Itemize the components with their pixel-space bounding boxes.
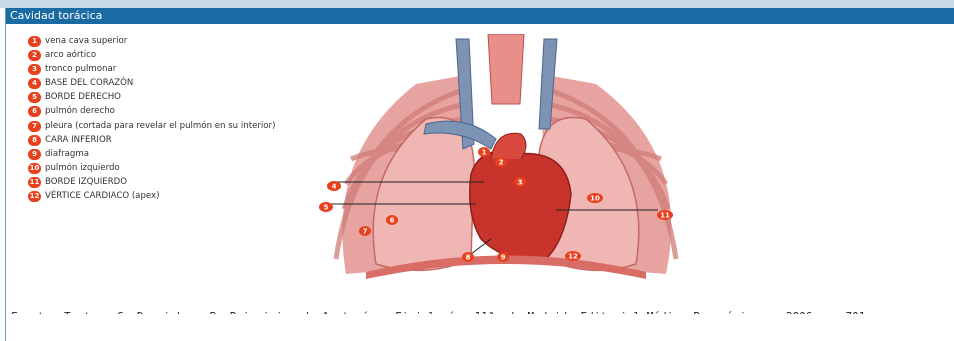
- thoracic-cavity-panel: Cavidad torácica 1 vena cava superior 2 ar…: [5, 8, 954, 341]
- legend-item: 7 pleura (cortada para revelar el pulmón …: [28, 122, 283, 131]
- marker-number: 7: [363, 228, 368, 236]
- legend-label: vena cava superior: [45, 36, 127, 46]
- legend-label: diafragma: [45, 149, 89, 159]
- figure-marker: 1: [478, 147, 490, 157]
- figure-marker: 8: [462, 252, 474, 262]
- marker-number: 1: [482, 149, 487, 157]
- legend-label: CARA INFERIOR: [45, 135, 112, 145]
- figure-marker: 6: [386, 215, 398, 225]
- marker-number: 2: [499, 159, 504, 167]
- marker-number: 12: [568, 253, 578, 261]
- legend-list: 1 vena cava superior 2 arco aórtico 3 tronc…: [28, 37, 298, 206]
- marker-number: 11: [660, 212, 670, 220]
- legend-item: 11 BORDE IZQUIERDO: [28, 178, 298, 187]
- top-strip: [0, 0, 954, 8]
- blank-area: [6, 314, 954, 341]
- legend-number-badge: 4: [28, 78, 41, 89]
- legend-label: pulmón derecho: [45, 106, 115, 116]
- figure-marker: 12: [565, 251, 581, 261]
- legend-item: 3 tronco pulmonar: [28, 65, 298, 74]
- legend-number-badge: 10: [28, 163, 41, 174]
- aortic-arch: [491, 133, 526, 159]
- figure-marker: 3: [514, 177, 526, 187]
- panel-header: Cavidad torácica: [6, 8, 954, 24]
- panel-title: Cavidad torácica: [10, 9, 102, 23]
- legend-item: 6 pulmón derecho: [28, 107, 298, 116]
- marker-number: 9: [501, 254, 506, 262]
- legend-label: arco aórtico: [45, 50, 96, 60]
- legend-item: 5 BORDE DERECHO: [28, 93, 298, 102]
- legend-item: 1 vena cava superior: [28, 37, 298, 46]
- legend-number-badge: 12: [28, 191, 41, 202]
- legend-item: 8 CARA INFERIOR: [28, 136, 298, 145]
- legend-label: BASE DEL CORAZÓN: [45, 78, 133, 88]
- legend-label: pleura (cortada para revelar el pulmón e…: [45, 121, 275, 131]
- legend-number-badge: 6: [28, 106, 41, 117]
- figure-marker: 2: [495, 157, 507, 167]
- panel-body: 1 vena cava superior 2 arco aórtico 3 tronc…: [6, 24, 954, 329]
- marker-number: 4: [332, 183, 337, 191]
- legend-label: tronco pulmonar: [45, 64, 116, 74]
- legend-item: 4 BASE DEL CORAZÓN: [28, 79, 298, 88]
- figure-marker: 10: [587, 193, 603, 203]
- marker-number: 5: [324, 204, 329, 212]
- legend-number-badge: 9: [28, 149, 41, 160]
- marker-number: 8: [466, 254, 471, 262]
- legend-number-badge: 2: [28, 50, 41, 61]
- legend-label: BORDE IZQUIERDO: [45, 177, 127, 187]
- thoracic-cavity-illustration: 1 2 3 4 5 6 7 8 9 10 11 12: [306, 34, 706, 294]
- legend-number-badge: 11: [28, 177, 41, 188]
- figure-marker: 4: [327, 181, 341, 191]
- figure-marker: 11: [657, 210, 673, 220]
- legend-label: VÉRTICE CARDIACO (apex): [45, 191, 159, 201]
- legend-item: 2 arco aórtico: [28, 51, 298, 60]
- legend-number-badge: 8: [28, 135, 41, 146]
- figure-marker: 5: [319, 202, 333, 212]
- legend-number-badge: 3: [28, 64, 41, 75]
- legend-label: pulmón izquierdo: [45, 163, 120, 173]
- figure-marker: 9: [497, 252, 509, 262]
- legend-number-badge: 7: [28, 121, 41, 132]
- legend-label: BORDE DERECHO: [45, 92, 121, 102]
- legend-item: 12 VÉRTICE CARDIACO (apex): [28, 192, 298, 201]
- marker-number: 3: [518, 179, 523, 187]
- marker-number: 10: [590, 195, 600, 203]
- figure-marker: 7: [359, 226, 371, 236]
- trachea: [488, 34, 524, 104]
- marker-number: 6: [390, 217, 395, 225]
- legend-item: 9 diafragma: [28, 150, 298, 159]
- legend-item: 10 pulmón izquierdo: [28, 164, 298, 173]
- legend-number-badge: 1: [28, 36, 41, 47]
- legend-number-badge: 5: [28, 92, 41, 103]
